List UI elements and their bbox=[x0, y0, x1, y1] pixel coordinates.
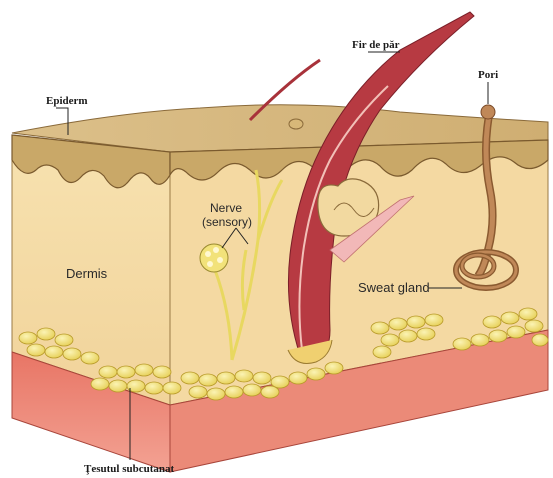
label-hair-shaft: Fir de păr bbox=[352, 39, 400, 51]
label-subcutaneous: Ţesutul subcutanat bbox=[84, 463, 175, 475]
pore-bump bbox=[289, 119, 303, 129]
label-dermis: Dermis bbox=[66, 266, 108, 281]
label-sweat-gland: Sweat gland bbox=[358, 280, 430, 295]
label-pore: Pori bbox=[478, 69, 498, 81]
label-nerve: Nerve bbox=[210, 201, 242, 215]
label-nerve-sensory: (sensory) bbox=[202, 215, 252, 229]
nerve-ending bbox=[200, 244, 228, 272]
label-epidermis: Epiderm bbox=[46, 95, 88, 107]
